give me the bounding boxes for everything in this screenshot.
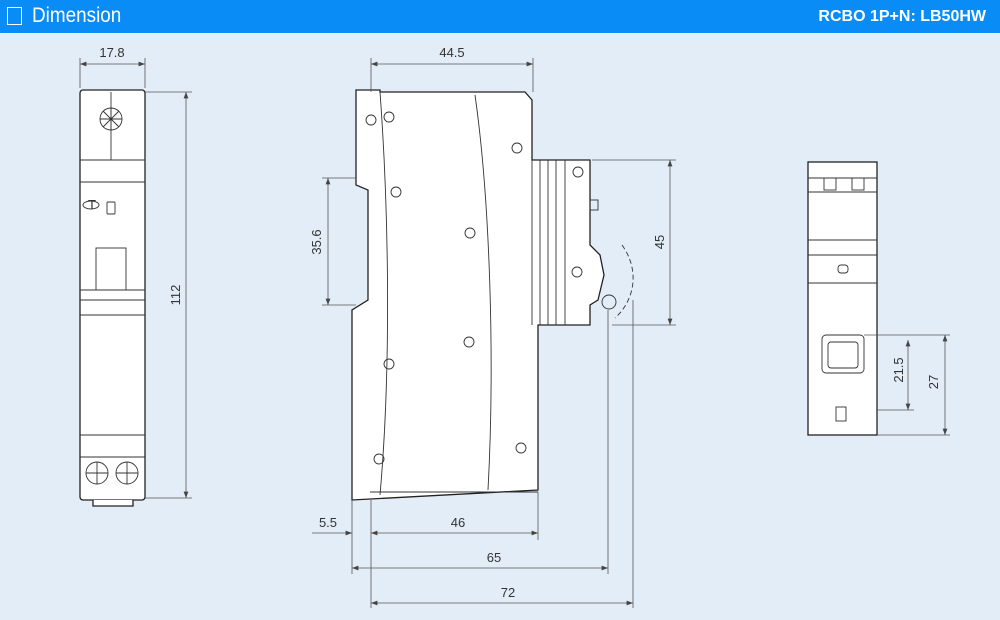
test-button-icon [82, 200, 100, 210]
dim-depth-65: 65 [487, 550, 501, 565]
dim-side-top-width: 44.5 [439, 45, 464, 60]
end-view: 21.5 27 [807, 161, 950, 436]
model-label: RCBO 1P+N: LB50HW [818, 8, 986, 25]
dim-din-rail: 35.6 [309, 229, 324, 254]
terminal-opening [821, 334, 865, 374]
dim-terminal-21-5: 21.5 [891, 357, 906, 382]
dim-front-width: 17.8 [99, 45, 124, 60]
indicator-window [106, 201, 116, 215]
header-bar: Dimension RCBO 1P+N: LB50HW [0, 0, 1000, 34]
dim-rail-offset: 5.5 [319, 515, 337, 530]
screw-icon [99, 107, 123, 131]
dim-terminal-27: 27 [926, 375, 941, 389]
rivet-icon [365, 111, 617, 465]
dim-side-front-height: 45 [652, 235, 667, 249]
dim-front-height: 112 [168, 285, 183, 306]
side-view: 44.5 35.6 45 5.5 46 65 72 [309, 45, 676, 608]
checkbox-square-icon [7, 7, 22, 25]
terminal-screw-icon [85, 461, 109, 485]
test-button-label: T [88, 197, 96, 212]
front-view: T 17.8 112 [79, 45, 192, 507]
page-title: Dimension [32, 4, 122, 27]
dim-total-depth: 72 [501, 585, 515, 600]
dim-body-depth: 46 [451, 515, 465, 530]
terminal-screw-icon [115, 461, 139, 485]
